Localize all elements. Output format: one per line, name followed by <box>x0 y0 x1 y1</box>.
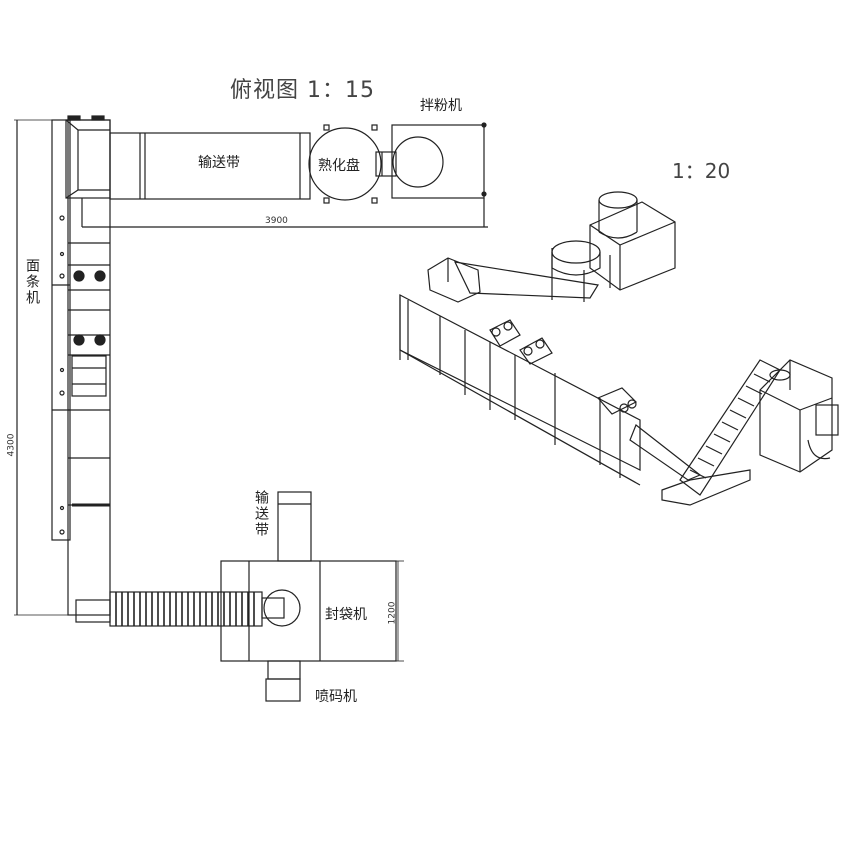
iso-scale-label: 1：20 <box>672 159 731 183</box>
noodle-machine-label: 面条机 <box>24 258 40 306</box>
conveyor-top-label: 输送带 <box>198 155 240 171</box>
conveyor-top-plan <box>109 132 311 200</box>
conveyor-vertical-label: 输送带 <box>253 490 269 538</box>
dimension-1200: 1200 <box>387 601 398 625</box>
dimension-4300: 4300 <box>6 433 17 457</box>
drawing-title: 俯视图 1：15 <box>230 78 375 103</box>
isometric-view <box>399 191 839 506</box>
bag-sealer-plan <box>220 491 404 702</box>
mixer-plan <box>391 122 487 227</box>
dimension-3900: 3900 <box>265 216 288 226</box>
curing-disc-label: 熟化盘 <box>318 158 360 174</box>
noodle-machine-plan <box>51 115 488 623</box>
bag-sealer-label: 封袋机 <box>325 607 367 623</box>
mixer-label: 拌粉机 <box>420 98 462 114</box>
curing-disc-plan <box>308 124 397 204</box>
chain-conveyor-plan <box>109 591 263 627</box>
inkjet-printer-label: 喷码机 <box>315 689 357 705</box>
